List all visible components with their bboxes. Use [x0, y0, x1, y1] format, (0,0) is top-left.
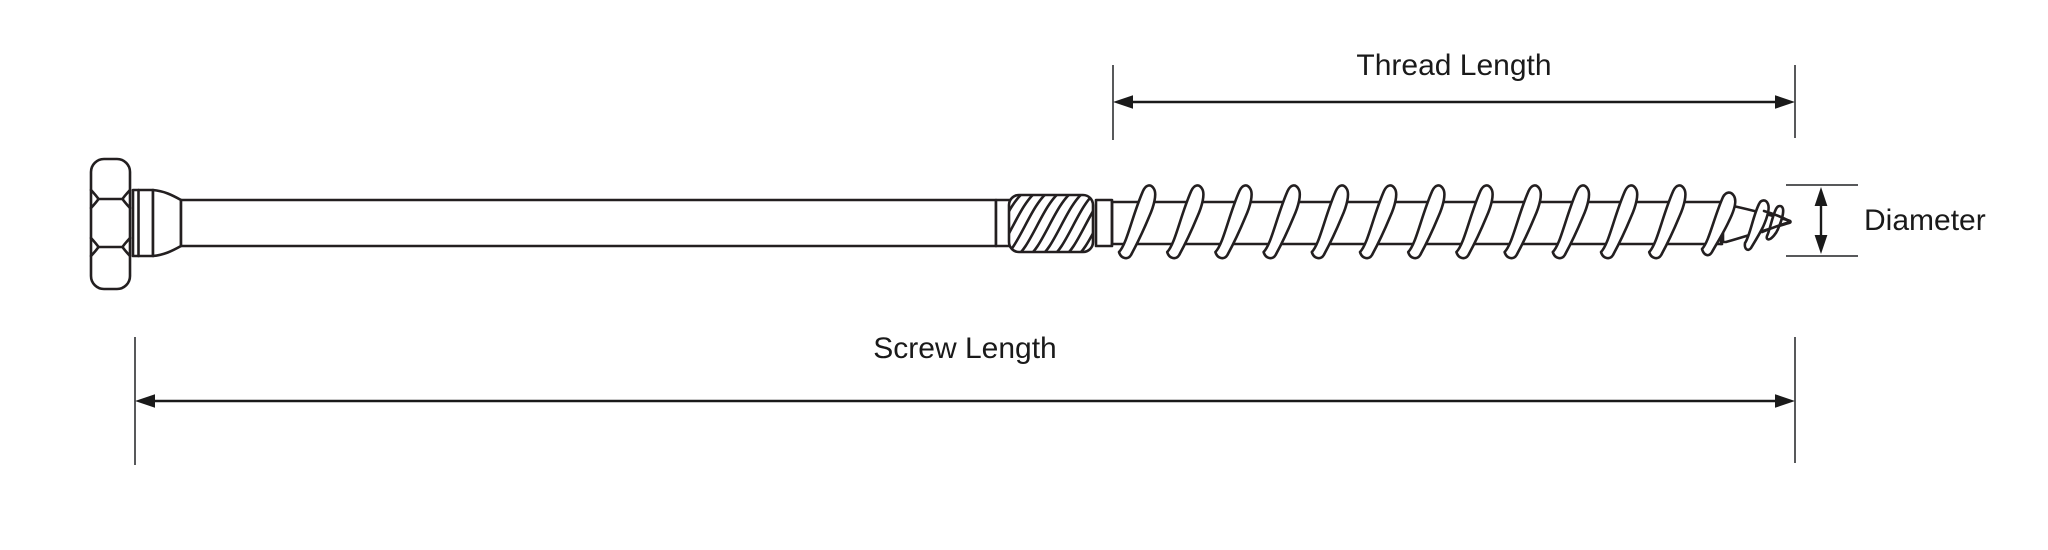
head-collar	[131, 188, 183, 258]
screw-drawing	[89, 157, 1792, 291]
tip-point-lines	[1760, 209, 1792, 234]
diameter-dimension	[1786, 184, 1858, 257]
shank-ring-right	[1094, 198, 1114, 248]
screw-length-label: Screw Length	[873, 332, 1057, 365]
screw-head	[89, 157, 132, 291]
arrowhead-up-icon	[1814, 187, 1828, 206]
thread-length-label: Thread Length	[1356, 49, 1552, 82]
arrowhead-right-icon	[1775, 95, 1795, 109]
arrowhead-left-icon	[1113, 95, 1133, 109]
collar-taper-cone	[151, 188, 183, 258]
screw-length-dimension	[134, 337, 1796, 465]
hex-head-outline	[89, 157, 132, 291]
thread-crests	[1117, 184, 1687, 260]
thread-length-dimension	[1112, 65, 1796, 140]
screw-shank	[179, 198, 998, 248]
screw-tip	[1700, 191, 1792, 257]
tip-crest-2	[1743, 199, 1770, 252]
collar-outline	[131, 188, 155, 258]
arrowhead-left-icon	[135, 394, 155, 408]
diameter-label: Diameter	[1864, 204, 1986, 237]
thread-section	[1110, 184, 1724, 260]
arrowhead-down-icon	[1814, 235, 1828, 254]
knurl-section	[1007, 193, 1095, 254]
arrowhead-right-icon	[1775, 394, 1795, 408]
hex-head-facet-lines	[89, 188, 132, 258]
tip-crest-1	[1700, 191, 1737, 257]
